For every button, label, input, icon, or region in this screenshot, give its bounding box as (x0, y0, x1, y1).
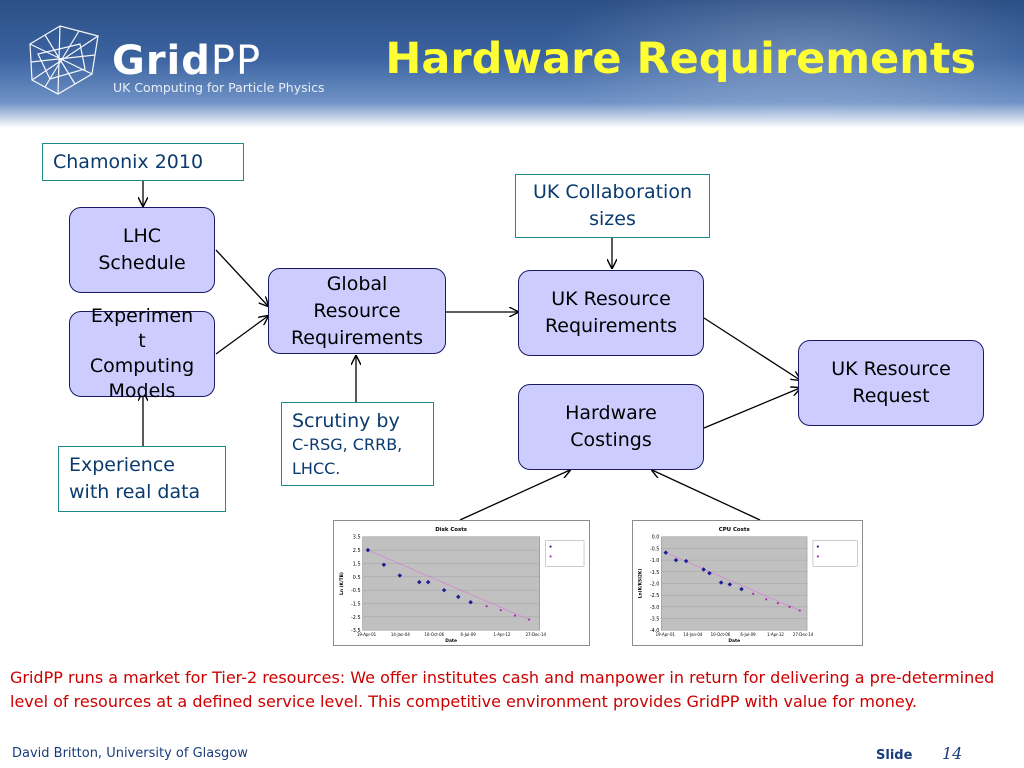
note-experience: Experience with real data (58, 446, 226, 512)
chart-xlabel: Date (445, 638, 457, 644)
node-uk-resource-requirements-label: UK Resource Requirements (544, 288, 678, 337)
chart-ytick-label: -3.0 (650, 605, 660, 611)
slide-label: Slide (876, 748, 913, 763)
slide-title: Hardware Requirements (385, 34, 976, 84)
arrow-models-to-global (215, 316, 268, 355)
node-lhc-schedule: LHC Schedule (69, 207, 215, 293)
note-scrutiny: Scrutiny by C-RSG, CRRB, LHCC. (281, 402, 434, 486)
node-hardware-costings-label: Hardware Costings (565, 402, 657, 451)
node-uk-resource-request: UK Resource Request (798, 340, 984, 426)
cpu-costs-chart: CPU Costs 0.0 -0.5 -1.0 -1.5 -2.0 -2.5 -3.0 -3.5… (632, 520, 863, 646)
node-experiment-models-label: Experimen t Computing Models (89, 305, 195, 402)
chart-point (752, 592, 755, 595)
chart-ytick-label: 0.0 (652, 535, 660, 541)
chart-title: CPU Costs (719, 527, 750, 533)
node-lhc-schedule-label: LHC Schedule (98, 225, 186, 274)
chart-point (798, 609, 801, 612)
node-global-requirements-label: Global Resource Requirements (290, 272, 424, 349)
chart-xtick-label: 19-Apr-01 (656, 632, 676, 637)
note-chamonix: Chamonix 2010 (42, 143, 244, 181)
arrow-disk-to-costings (459, 470, 570, 521)
arrow-ukreq-to-request (703, 317, 800, 380)
chart-point (718, 580, 724, 585)
chart-point (456, 594, 461, 600)
chart-legend (812, 540, 858, 567)
chart-legend (545, 540, 585, 567)
chart-ylabel: Ln (K/TB) (339, 572, 345, 595)
chart-ytick-label: -1.0 (650, 558, 660, 564)
node-hardware-costings: Hardware Costings (518, 384, 704, 470)
note-chamonix-label: Chamonix 2010 (53, 150, 204, 173)
chart-ylabel: Ln(K/KSI2K) (638, 569, 644, 599)
chart-ytick-label: -2.5 (650, 593, 660, 599)
chart-legend-swatch (549, 545, 552, 548)
chart-point (788, 605, 791, 608)
node-global-requirements: Global Resource Requirements (268, 268, 446, 354)
arrow-cpu-to-costings (652, 470, 761, 521)
note-scrutiny-line1: Scrutiny by (292, 410, 400, 432)
chart-title: Disk Costs (435, 527, 467, 533)
chart-ytick-label: -1.5 (650, 570, 660, 576)
chart-point (499, 609, 502, 612)
arrow-costings-to-request (703, 388, 800, 429)
header-banner: GridPP UK Computing for Particle Physics… (0, 0, 1024, 128)
chart-ytick-label: 1.5 (353, 561, 361, 567)
chart-xtick-label: 6-Jul-09 (460, 632, 476, 637)
chart-trend-line (665, 552, 800, 611)
note-uk-collaboration: UK Collaboration sizes (515, 174, 710, 238)
chart-ytick-label: -0.5 (351, 588, 361, 594)
chart-xtick-label: 14-Jan-04 (683, 632, 703, 637)
chart-ytick-label: -4.0 (650, 628, 660, 634)
note-scrutiny-line2: C-RSG, CRRB, LHCC. (292, 435, 403, 478)
chart-ytick-label: 2.5 (353, 548, 361, 554)
chart-xtick-label: 1-Apr-12 (767, 632, 784, 637)
chart-ytick-label: 3.5 (353, 535, 361, 541)
chart-xtick-label: 10-Oct-06 (711, 632, 731, 637)
note-experience-label: Experience with real data (69, 454, 201, 503)
node-experiment-models: Experimen t Computing Models (69, 305, 215, 402)
chart-xtick-label: 19-Apr-01 (357, 632, 377, 637)
chart-point (485, 605, 488, 608)
chart-xtick-label: 6-Jul-09 (740, 632, 756, 637)
note-uk-collaboration-label: UK Collaboration sizes (532, 181, 693, 230)
chart-xtick-label: 27-Dec-14 (793, 632, 814, 637)
node-uk-resource-requirements: UK Resource Requirements (518, 270, 704, 356)
chart-plot-area (362, 536, 540, 631)
logo-subtitle: UK Computing for Particle Physics (113, 80, 325, 95)
chart-point (513, 614, 517, 617)
chart-ytick-label: -0.5 (650, 546, 660, 552)
footer-description: GridPP runs a market for Tier-2 resource… (10, 668, 995, 711)
chart-ytick-label: -2.0 (650, 581, 660, 587)
chart-point (776, 602, 779, 605)
chart-legend-swatch (816, 555, 819, 558)
chart-trend-line (367, 549, 530, 620)
chart-legend-swatch (549, 555, 552, 558)
gridpp-mesh-icon (29, 25, 99, 95)
chart-ytick-label: -3.5 (650, 617, 660, 623)
chart-xtick-label: 27-Dec-14 (526, 632, 547, 637)
chart-ytick-label: 0.5 (353, 575, 361, 581)
chart-point (701, 567, 706, 572)
chart-ytick-label: -3.5 (351, 628, 361, 634)
arrow-lhc-to-global (215, 249, 268, 306)
chart-xtick-label: 14-Jan-04 (391, 632, 411, 637)
node-uk-resource-request-label: UK Resource Request (831, 358, 951, 407)
header-glow (544, 0, 1024, 128)
chart-legend-swatch (816, 545, 819, 548)
chart-xlabel: Date (728, 638, 740, 644)
chart-point (528, 618, 531, 621)
chart-point (765, 598, 768, 601)
author-credit: David Britton, University of Glasgow (12, 746, 248, 761)
logo-wordmark: GridPP (112, 38, 262, 84)
chart-xtick-label: 1-Apr-12 (494, 632, 511, 637)
chart-ytick-label: -1.5 (351, 601, 361, 607)
slide-number: 14 (942, 744, 963, 763)
chart-ytick-label: -2.5 (351, 615, 361, 621)
disk-costs-chart: Disk Costs 3.5 2.5 1.5 0.5 -0.5 -1.5 -2.5 -3.519… (333, 520, 590, 646)
chart-xtick-label: 10-Oct-06 (424, 632, 444, 637)
